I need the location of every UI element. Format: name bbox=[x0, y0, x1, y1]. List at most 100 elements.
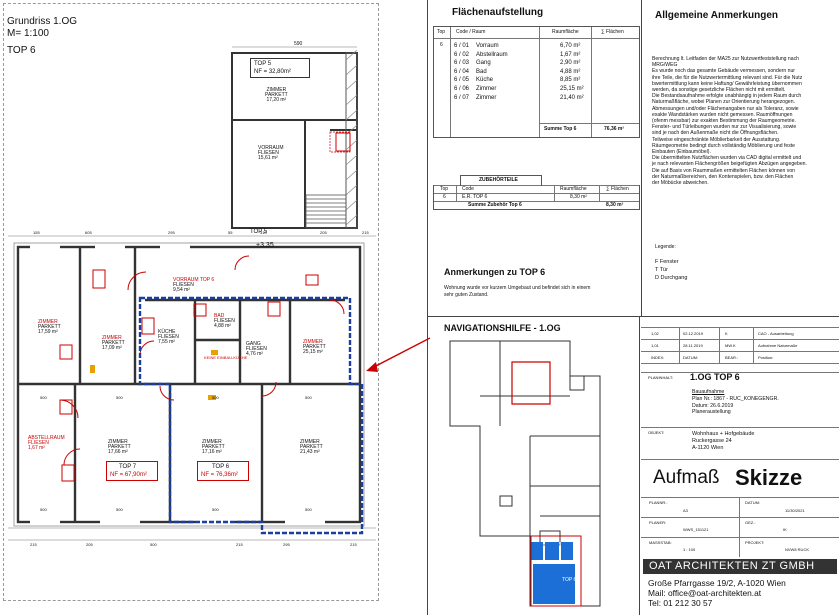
dim-label: 500 bbox=[40, 507, 47, 512]
top5-label: TOP 5 bbox=[254, 61, 272, 67]
floor-plan: Grundriss 1.OG M= 1:100 TOP 6 bbox=[3, 3, 430, 601]
planer-value: WWS_151121 bbox=[683, 527, 709, 532]
top5-label-box: TOP 5 NF = 32,80m² bbox=[250, 58, 310, 78]
rev-index: INDEX: bbox=[651, 355, 665, 360]
firm-banner: OAT ARCHITEKTEN ZT GMBH bbox=[643, 559, 837, 574]
top5-box-label: TOP 5 bbox=[250, 229, 268, 235]
dim-label: 215 bbox=[362, 230, 369, 235]
flaeche-table: Top Code / Raum Raumfläche ∑ Flächen 6 6… bbox=[433, 26, 640, 138]
info-grid: PLANNR.: A3 DATUM: 11/30/2021 PLANER: WW… bbox=[641, 497, 839, 557]
divider bbox=[427, 0, 428, 615]
rev-by: MW.K bbox=[725, 343, 736, 348]
room-label: KEINE EINBAU-KÜCHE bbox=[204, 355, 248, 360]
rev-by: K bbox=[725, 331, 728, 336]
dim-label: 500 bbox=[305, 507, 312, 512]
aufmass-banner: Aufmaß Skizze bbox=[641, 459, 839, 497]
col-header: ∑ Flächen bbox=[601, 29, 624, 35]
top6-label-box: TOP 6 NF = 76,36m² bbox=[197, 461, 249, 481]
plannr-label: PLANNR.: bbox=[649, 500, 668, 505]
notes-title: Allgemeine Anmerkungen bbox=[655, 10, 778, 21]
floor-plan-drawing bbox=[8, 46, 430, 541]
gez-value: IK bbox=[783, 527, 787, 532]
gez-label: GEZ.: bbox=[745, 520, 756, 525]
planinhalt-label: PLANINHALT: bbox=[648, 375, 674, 380]
sum-value: 76,36 m² bbox=[604, 126, 625, 132]
dim-label: 215 bbox=[30, 542, 37, 547]
divider bbox=[641, 459, 839, 460]
dim-label: 500 bbox=[40, 395, 47, 400]
dim-label: 205 bbox=[320, 230, 327, 235]
dim-label: 605 bbox=[85, 230, 92, 235]
dim-label: 55 bbox=[228, 230, 233, 235]
col-header: ∑ Flächen bbox=[606, 186, 629, 192]
divider bbox=[639, 316, 640, 615]
dim-label: 205 bbox=[86, 542, 93, 547]
rev-date: 28.11.2019 bbox=[683, 343, 703, 348]
col-header: Top bbox=[440, 186, 449, 192]
aufmass-label: Aufmaß bbox=[653, 467, 720, 488]
rev-desc: Aufnahme Naturmaße bbox=[758, 343, 798, 348]
dim-label: 500 bbox=[212, 395, 219, 400]
top7-nf: NF = 67,90m² bbox=[110, 472, 147, 478]
flaeche-title: Flächenaufstellung bbox=[452, 7, 544, 18]
col-header: Code / Raum bbox=[456, 29, 486, 35]
massstab-value: 1 : 100 bbox=[683, 547, 696, 552]
zubehoer-table: Top Code Raumfläche ∑ Flächen 6 E.R. TOP… bbox=[433, 185, 640, 210]
top7-label: TOP 7 bbox=[119, 464, 137, 470]
rev-desc: CAO - Ausarbeitung bbox=[758, 331, 794, 336]
plan-title: Grundriss 1.OG bbox=[7, 16, 78, 27]
dim-label: 500 bbox=[116, 395, 123, 400]
zubehoer-header-box: ZUBEHÖRTEILE bbox=[460, 175, 542, 186]
zub-sum-label: Summe Zubehör Top 6 bbox=[468, 202, 522, 208]
dim-label: 215 bbox=[350, 542, 357, 547]
col-header: Code bbox=[462, 186, 474, 192]
top6-nf: NF = 76,36m² bbox=[201, 472, 238, 478]
plan-sheet-border bbox=[3, 3, 379, 601]
firm-contact: Große Pfarrgasse 19/2, A-1020 Wien Mail:… bbox=[648, 578, 786, 608]
dim-label: 500 bbox=[305, 395, 312, 400]
rev-desc: Position: bbox=[758, 355, 774, 360]
projekt-label: PROJEKT: bbox=[745, 540, 765, 545]
zub-area: 8,30 m² bbox=[570, 194, 587, 200]
col-header: Top bbox=[437, 29, 446, 35]
revision-table: 1,02 02.12.2019 K CAO - Ausarbeitung 1,0… bbox=[641, 327, 839, 365]
dim-label: 500 bbox=[116, 507, 123, 512]
dim-label: 295 bbox=[283, 542, 290, 547]
rev-by: BEAR.: bbox=[725, 355, 739, 360]
remark-text: Wohnung wurde vor kurzem Umgebaut und be… bbox=[444, 285, 591, 291]
datum-label: DATUM: bbox=[745, 500, 761, 505]
dim-590: 590 bbox=[294, 41, 303, 47]
divider bbox=[641, 427, 839, 428]
datum-value: 11/30/2021 bbox=[785, 508, 805, 513]
col-header: Raumfläche bbox=[560, 186, 587, 192]
rev-date: DATUM: bbox=[683, 355, 699, 360]
top-number: 6 bbox=[440, 42, 443, 48]
rev-index: 1,02 bbox=[651, 331, 659, 336]
divider bbox=[641, 372, 839, 373]
legend-title: Legende: bbox=[655, 244, 676, 250]
sum-label: Summe Top 6 bbox=[544, 126, 577, 132]
plan-unit: TOP 6 bbox=[7, 45, 36, 56]
elevation-label: +3.35 bbox=[256, 242, 274, 249]
divider bbox=[427, 316, 839, 317]
rev-date: 02.12.2019 bbox=[683, 331, 704, 336]
planinhalt: 1.OG TOP 6 bbox=[690, 372, 740, 382]
zub-sum-value: 8,30 m² bbox=[606, 202, 624, 208]
dim-label: 295 bbox=[168, 230, 175, 235]
